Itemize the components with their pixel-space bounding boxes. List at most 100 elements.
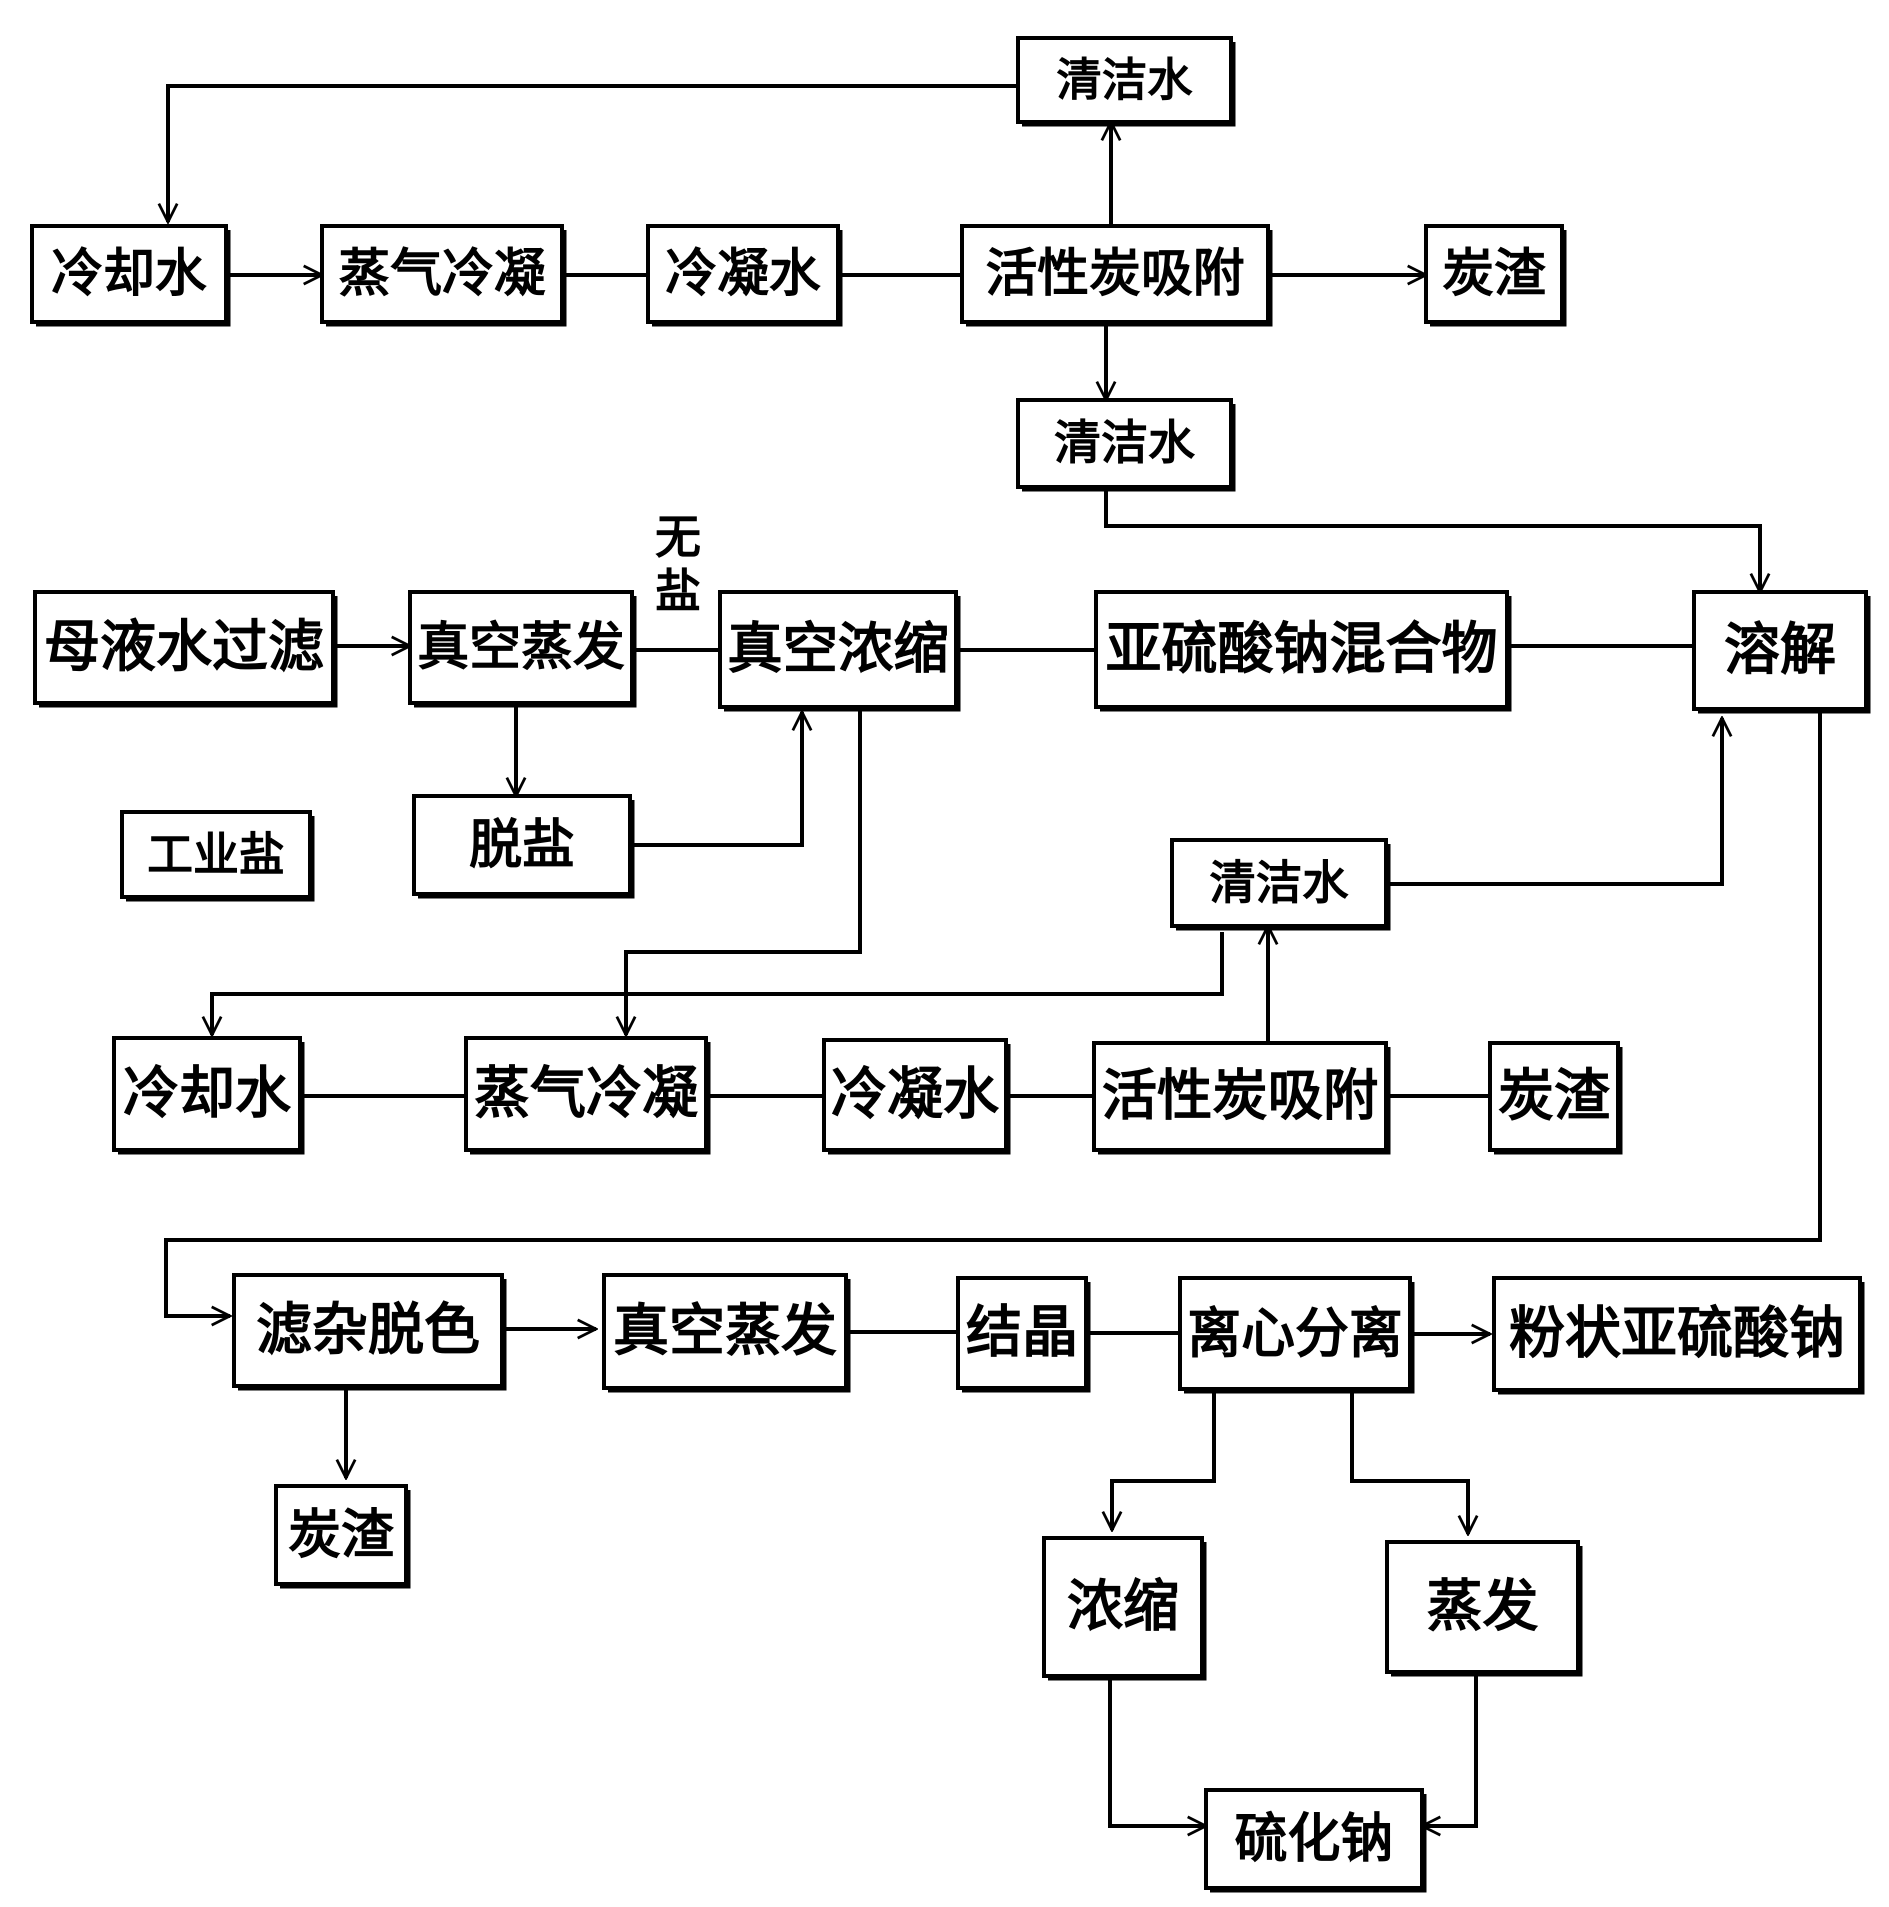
node-box	[1424, 224, 1564, 324]
node-box	[232, 1273, 504, 1388]
annotation-no-salt-1: 无	[655, 510, 701, 564]
node-box	[960, 224, 1270, 324]
node-label: 蒸发	[1427, 1575, 1539, 1640]
edge-clean-water-top-to-cooling-water-1	[168, 84, 1018, 222]
node-cooling-water-2: 冷却水	[112, 1036, 305, 1155]
node-box-edge	[962, 1282, 1091, 1393]
node-box-edge	[1498, 1282, 1865, 1395]
node-steam-cond-1: 蒸气冷凝	[320, 224, 567, 327]
node-box-edge	[652, 230, 843, 327]
node-clean-water-2: 清洁水	[1016, 398, 1236, 492]
node-box-edge	[238, 1279, 507, 1391]
node-label: 工业盐	[147, 828, 285, 882]
node-box-edge	[828, 1044, 1011, 1155]
annotation-no-salt-2: 盐	[655, 564, 701, 618]
node-box-edge	[1098, 1047, 1391, 1155]
node-centrifuge: 离心分离	[1178, 1276, 1415, 1394]
node-box-edge	[608, 1279, 851, 1393]
node-box	[1488, 1041, 1620, 1152]
node-label: 冷却水	[51, 244, 207, 304]
node-box	[1385, 1540, 1580, 1674]
node-box	[1492, 1276, 1862, 1392]
node-label: 冷却水	[123, 1062, 292, 1127]
node-carbon-ads-2: 活性炭吸附	[1092, 1041, 1391, 1155]
node-industrial-salt: 工业盐	[120, 810, 315, 902]
node-box-edge	[1100, 596, 1512, 712]
node-box	[30, 224, 228, 324]
node-steam-cond-2: 蒸气冷凝	[464, 1036, 711, 1155]
node-label: 清洁水	[1056, 54, 1193, 107]
node-box	[33, 590, 335, 705]
node-label: 冷凝水	[831, 1063, 1000, 1128]
nodes-layer: 清洁水冷却水蒸气冷凝冷凝水活性炭吸附炭渣清洁水母液水过滤真空蒸发真空浓缩亚硫酸钠…	[30, 36, 1871, 1893]
node-concentrate: 浓缩	[1042, 1536, 1207, 1681]
node-label: 清洁水	[1054, 416, 1196, 471]
node-dissolve: 溶解	[1692, 590, 1871, 714]
node-label: 真空蒸发	[417, 618, 625, 678]
edge-desalt-to-vac-conc	[630, 712, 802, 847]
node-label: 炭渣	[1498, 1064, 1611, 1129]
edge-clean-water-3-to-cooling-water-2	[212, 932, 1224, 1035]
node-label: 结晶	[966, 1301, 1078, 1366]
node-box-edge	[966, 230, 1273, 327]
edge-clean-water-3-to-dissolve	[1386, 718, 1722, 886]
node-sulfite-mix: 亚硫酸钠混合物	[1094, 590, 1512, 712]
edges-layer	[164, 84, 1822, 1826]
node-box	[112, 1036, 302, 1152]
node-clean-water-3: 清洁水	[1170, 838, 1391, 931]
node-box	[1170, 838, 1388, 928]
node-label: 真空蒸发	[613, 1299, 837, 1364]
node-powder-sulfite: 粉状亚硫酸钠	[1492, 1276, 1865, 1395]
node-box	[1692, 590, 1868, 711]
node-carbon-residue-3: 炭渣	[274, 1484, 411, 1589]
node-box-edge	[470, 1042, 711, 1155]
node-box-edge	[280, 1490, 411, 1589]
edge-clean-water-2-to-dissolve	[1104, 487, 1760, 592]
node-box	[1016, 398, 1233, 489]
node-label: 蒸气冷凝	[338, 244, 545, 304]
node-box-edge	[1210, 1794, 1427, 1893]
node-box-edge	[1494, 1047, 1623, 1155]
node-box-edge	[36, 230, 231, 327]
node-label: 滤杂脱色	[256, 1298, 480, 1363]
node-label: 亚硫酸钠混合物	[1106, 617, 1498, 682]
edge-vac-conc-to-steam-cond-2	[626, 707, 862, 1035]
node-box-edge	[326, 230, 567, 327]
node-box	[408, 590, 634, 705]
node-vac-evap-1: 真空蒸发	[408, 590, 637, 708]
node-label: 清洁水	[1209, 856, 1349, 910]
node-crystallize: 结晶	[956, 1276, 1091, 1393]
node-box	[1094, 590, 1509, 709]
node-box	[1016, 36, 1233, 124]
node-label: 粉状亚硫酸钠	[1509, 1302, 1845, 1367]
node-label: 浓缩	[1067, 1575, 1179, 1640]
node-box-edge	[1430, 230, 1567, 327]
node-vac-conc: 真空浓缩	[718, 590, 961, 712]
node-box	[464, 1036, 708, 1152]
node-box-edge	[126, 816, 315, 902]
node-label: 真空浓缩	[727, 618, 949, 682]
node-filter-decolor: 滤杂脱色	[232, 1273, 507, 1391]
node-box	[646, 224, 840, 324]
node-box	[320, 224, 564, 324]
node-box	[1092, 1041, 1388, 1152]
node-box	[120, 810, 312, 899]
node-box	[602, 1273, 848, 1390]
node-carbon-residue-2: 炭渣	[1488, 1041, 1623, 1155]
node-box-edge	[1698, 596, 1871, 714]
node-condensate-1: 冷凝水	[646, 224, 843, 327]
edge-concentrate-to-sodium-sulfide	[1108, 1676, 1206, 1826]
edge-evaporate-to-sodium-sulfide	[1422, 1672, 1478, 1826]
node-box-edge	[39, 596, 338, 708]
node-label: 蒸气冷凝	[474, 1062, 698, 1127]
node-label: 脱盐	[469, 815, 575, 876]
node-label: 活性炭吸附	[986, 244, 1245, 304]
node-box-edge	[1022, 42, 1236, 127]
node-label: 炭渣	[288, 1505, 394, 1566]
edge-centrifuge-to-concentrate	[1112, 1389, 1216, 1530]
edge-dissolve-to-filter-decolor	[164, 709, 1822, 1316]
node-box-edge	[118, 1042, 305, 1155]
node-box	[956, 1276, 1088, 1390]
node-box-edge	[724, 596, 961, 712]
